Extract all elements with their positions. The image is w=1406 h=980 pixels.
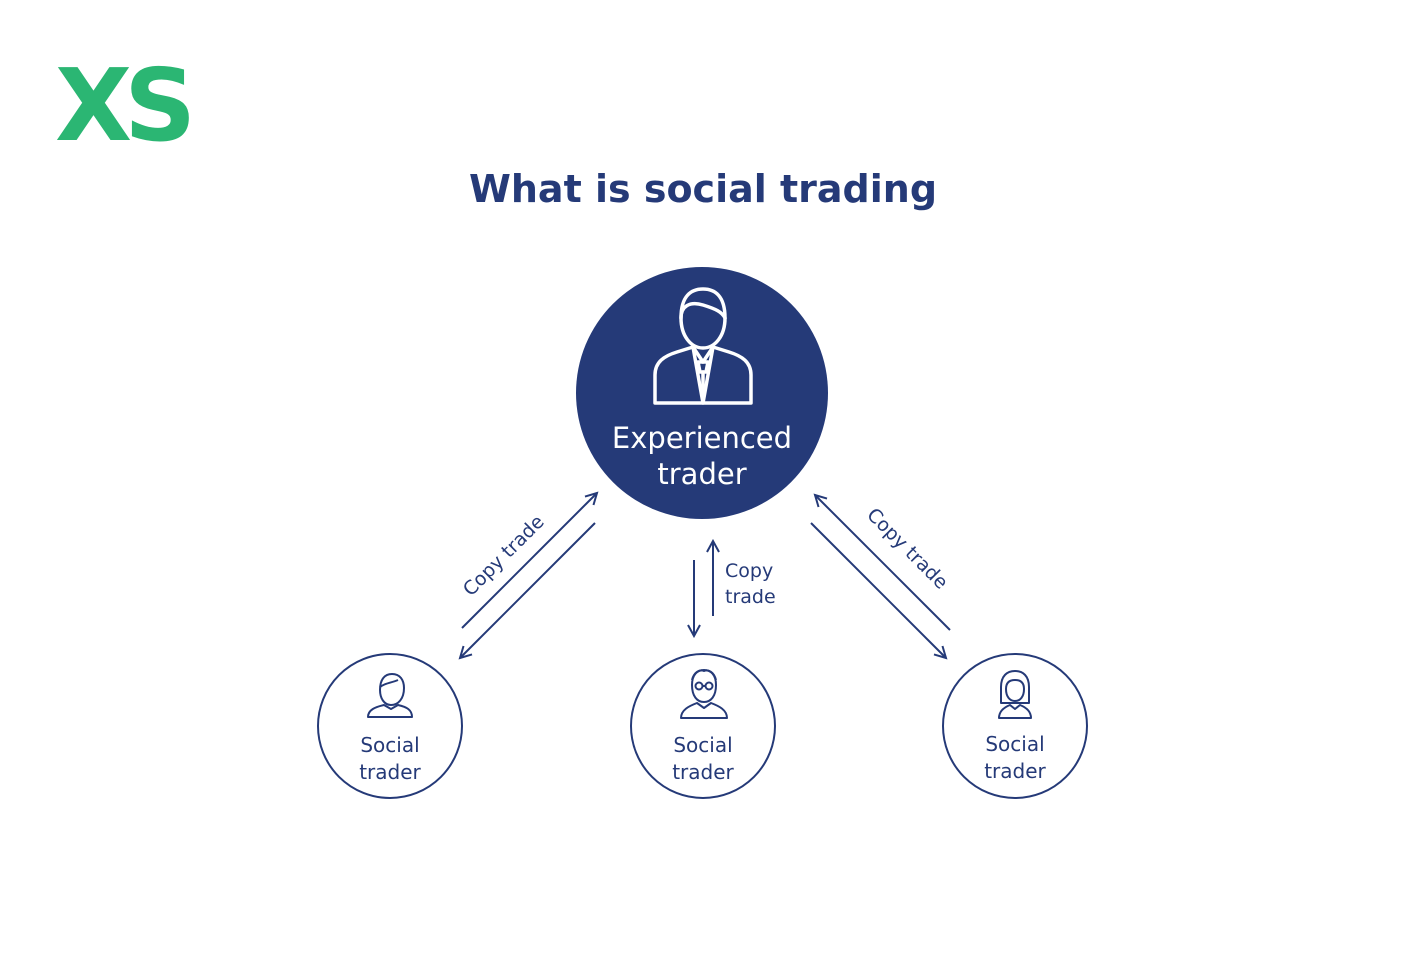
arrow-right-down: [810, 522, 946, 658]
page-title: What is social trading: [469, 167, 937, 211]
social-trader-3-label-line1: Social: [985, 732, 1044, 756]
social-trader-node-1: Social trader: [317, 653, 463, 799]
edge-middle: [694, 541, 713, 636]
social-trader-2-label-line1: Social: [673, 733, 732, 757]
social-trader-1-label-line1: Social: [360, 733, 419, 757]
edge-label-middle-line1: Copy: [725, 560, 773, 582]
arrow-left-up: [461, 493, 597, 629]
social-trader-2-label-line2: trader: [672, 760, 734, 784]
arrow-left-down: [460, 522, 596, 658]
edge-label-middle-line2: trade: [725, 586, 776, 608]
arrow-right-up: [815, 495, 951, 631]
man-with-glasses-icon: [680, 669, 728, 719]
social-trader-node-2: Social trader: [630, 653, 776, 799]
experienced-trader-node: Experienced trader: [576, 267, 828, 519]
center-node-label-line2: trader: [657, 457, 746, 491]
social-trader-3-label-line2: trader: [984, 759, 1046, 783]
woman-icon: [998, 670, 1032, 719]
brand-logo: XS: [55, 47, 189, 164]
edge-label-right: Copy trade: [862, 504, 952, 594]
businessman-icon: [653, 287, 753, 405]
social-trader-1-label-line2: trader: [359, 760, 421, 784]
social-trader-node-3: Social trader: [942, 653, 1088, 799]
edge-left: [460, 493, 597, 658]
edge-right: [810, 495, 951, 658]
center-node-label-line1: Experienced: [612, 421, 792, 455]
man-icon: [367, 673, 413, 718]
